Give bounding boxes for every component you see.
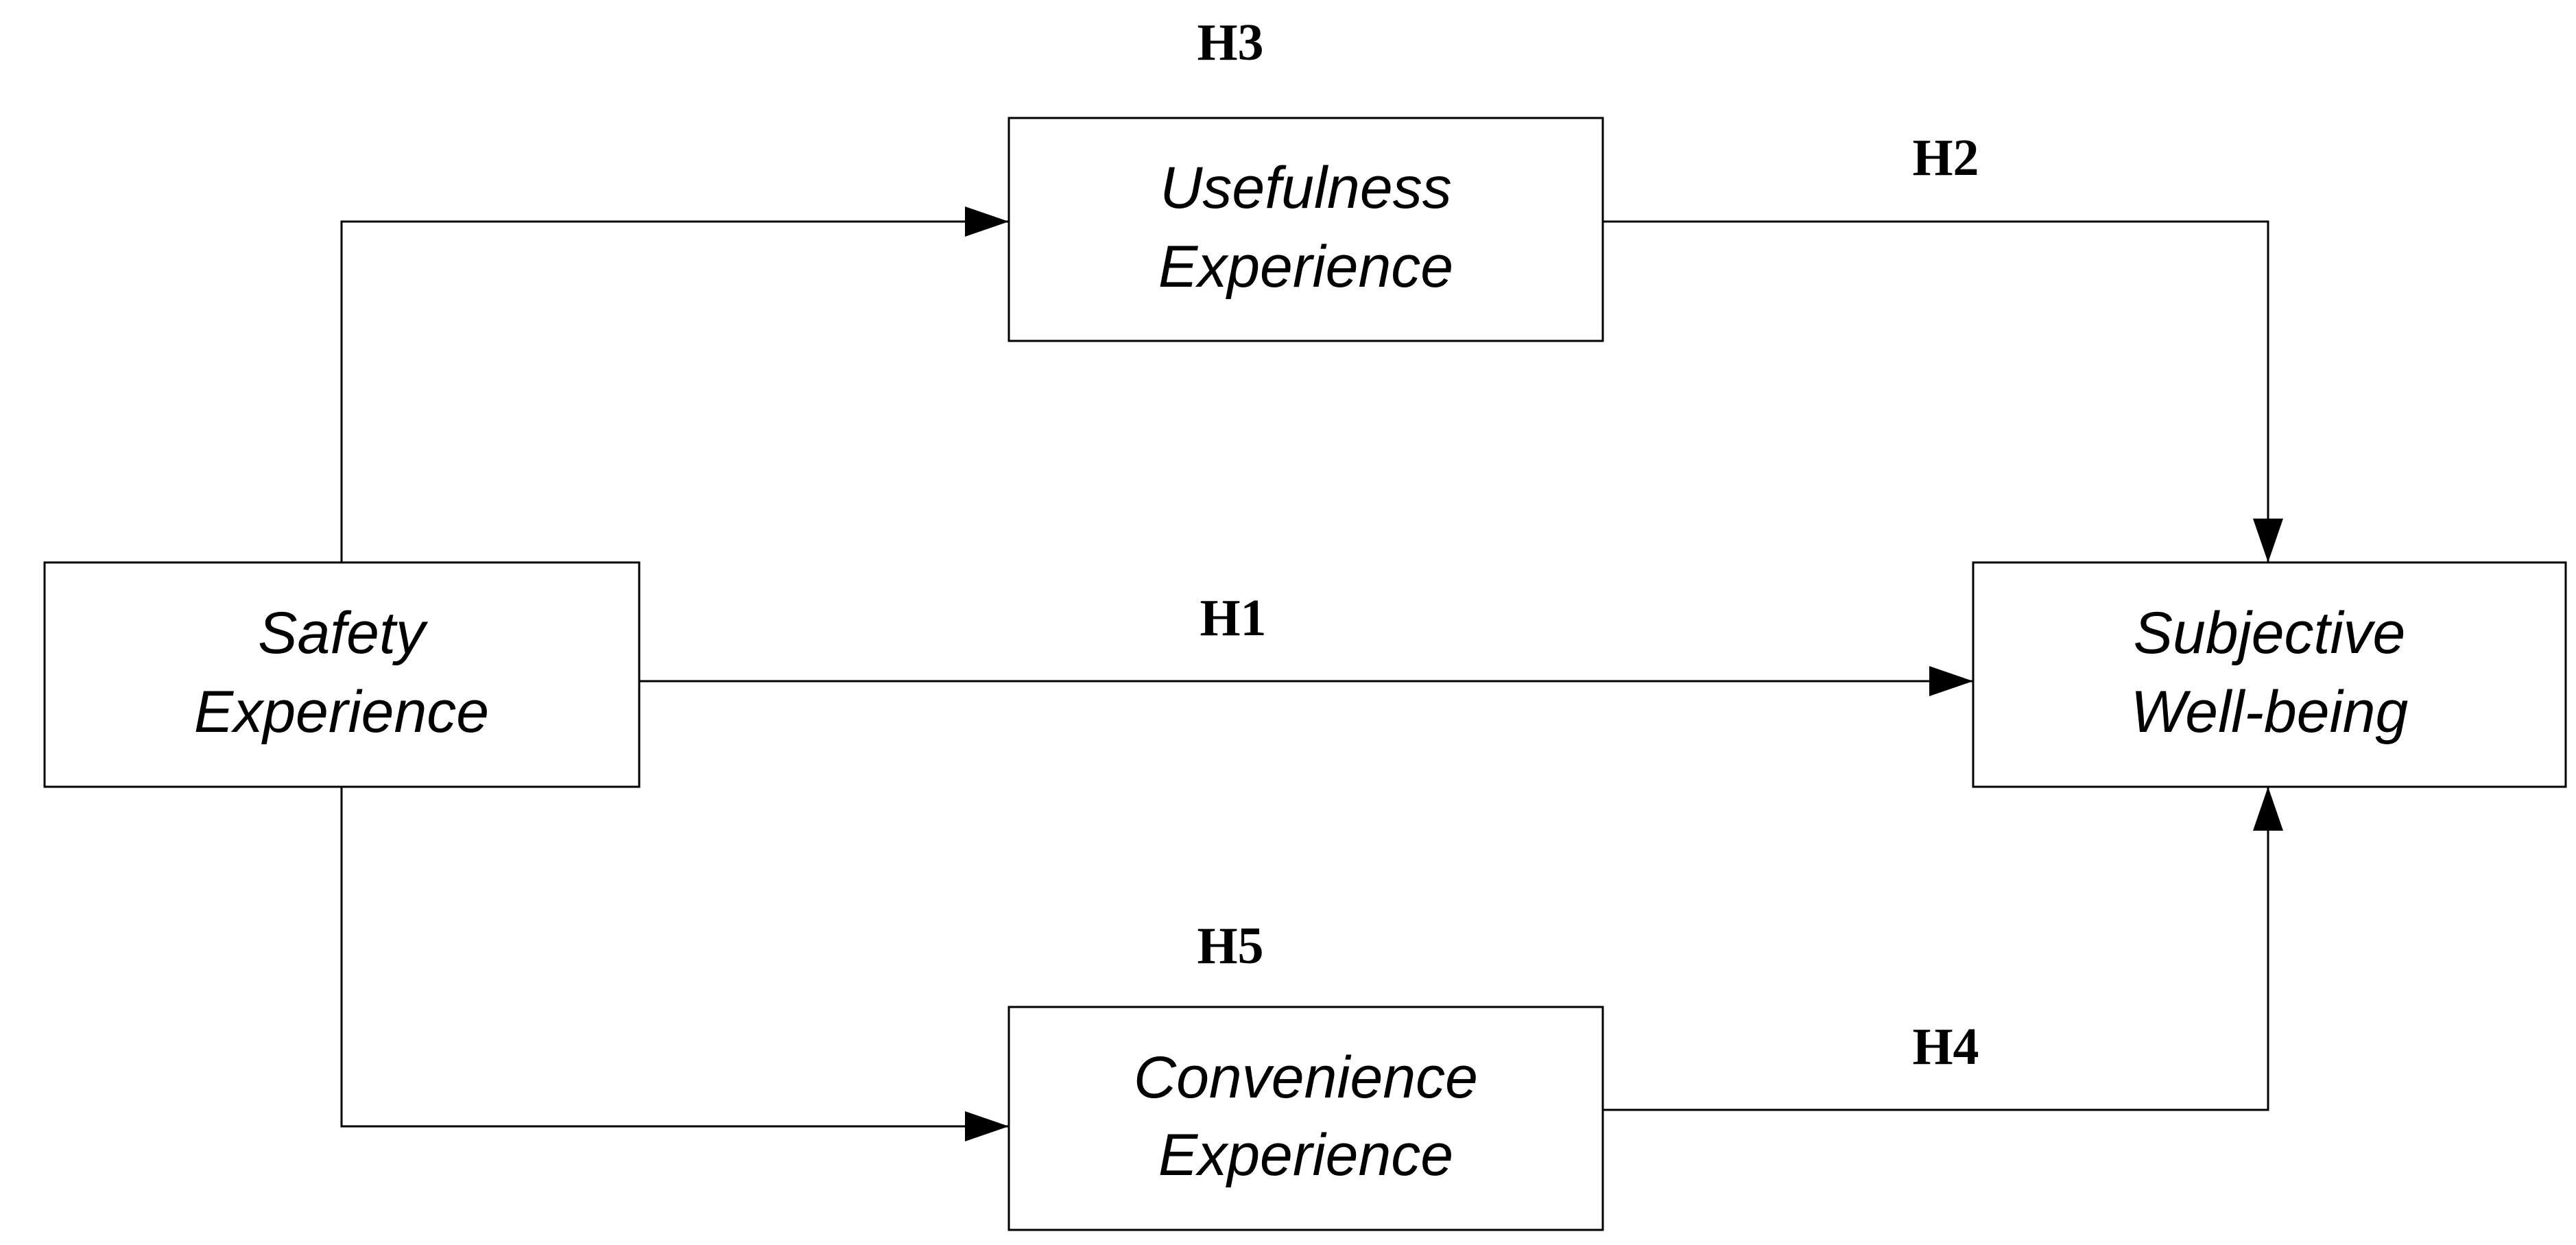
- node-convenience-line1: Convenience: [1134, 1045, 1478, 1111]
- edge-usefulness-to-wellbeing: [1603, 220, 2283, 562]
- hypothesis-label-h2: H2: [1912, 129, 1979, 187]
- node-convenience-box: [1007, 1006, 1604, 1231]
- edge-convenience-to-wellbeing: [1603, 787, 2283, 1111]
- node-subjective-wellbeing: Subjective Well-being: [1972, 561, 2567, 788]
- node-usefulness-box: [1007, 117, 1604, 342]
- hypothesis-label-h1: H1: [1200, 589, 1266, 647]
- node-safety-box: [43, 561, 641, 788]
- node-safety-line2: Experience: [194, 679, 489, 745]
- edge-safety-to-convenience: [340, 787, 1009, 1141]
- node-safety-line1: Safety: [258, 600, 429, 666]
- edge-safety-to-usefulness: [340, 206, 1009, 562]
- hypothesis-label-h5: H5: [1197, 917, 1263, 975]
- node-wellbeing-line1: Subjective: [2134, 600, 2406, 666]
- node-wellbeing-box: [1972, 561, 2567, 788]
- node-usefulness-experience: Usefulness Experience: [1007, 117, 1604, 342]
- node-usefulness-line1: Usefulness: [1160, 155, 1451, 221]
- node-wellbeing-line2: Well-being: [2131, 679, 2409, 745]
- node-convenience-experience: Convenience Experience: [1007, 1006, 1604, 1231]
- node-usefulness-line2: Experience: [1158, 234, 1453, 300]
- node-safety-experience: Safety Experience: [43, 561, 641, 788]
- hypothesis-label-h3: H3: [1197, 14, 1263, 71]
- hypothesis-label-h4: H4: [1912, 1018, 1979, 1076]
- node-convenience-line2: Experience: [1158, 1122, 1453, 1188]
